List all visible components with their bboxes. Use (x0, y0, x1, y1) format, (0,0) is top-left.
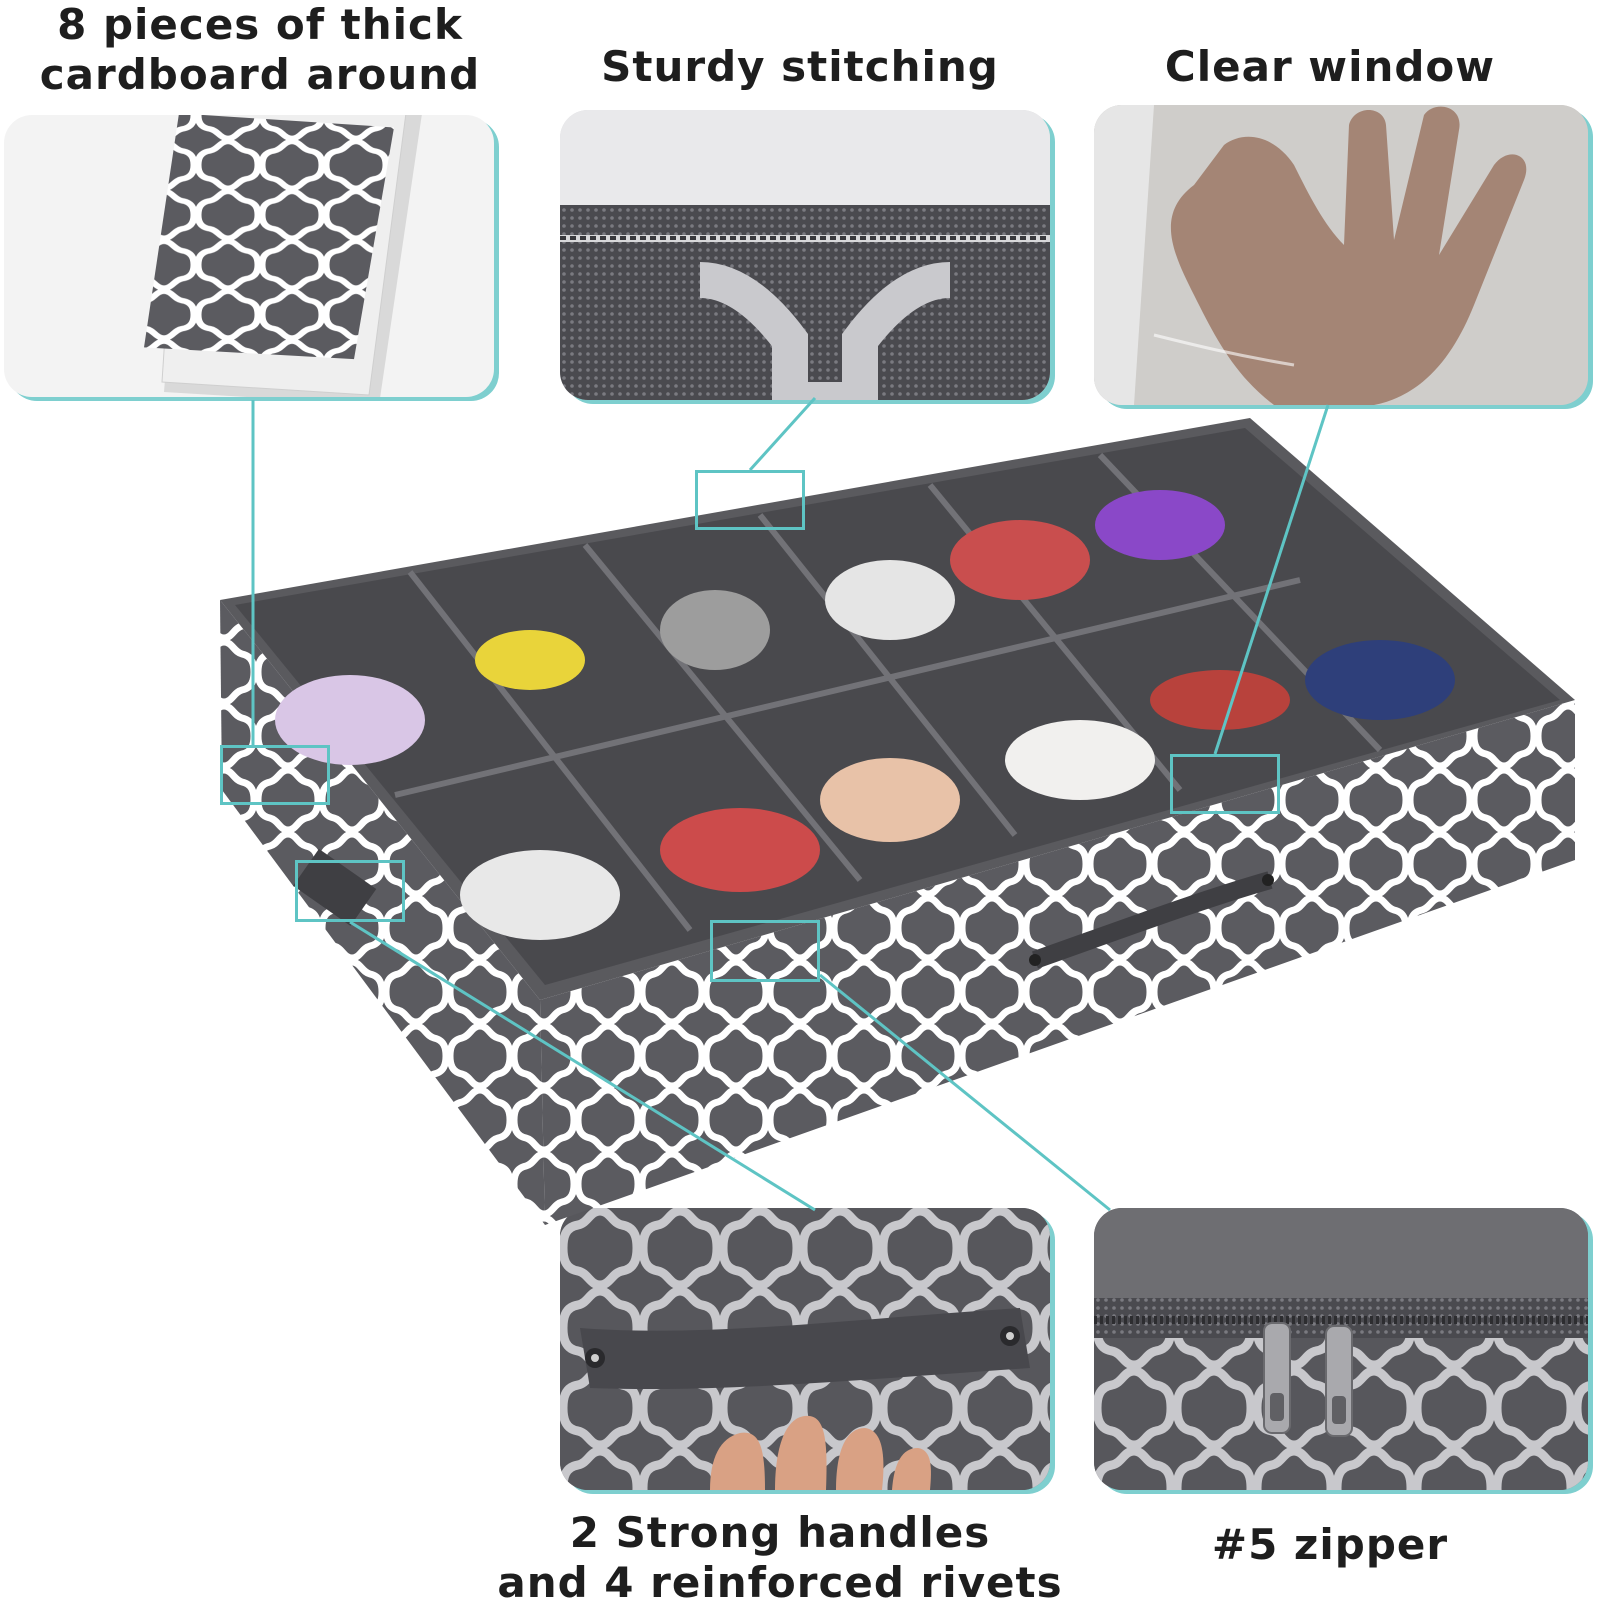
stitching-panel (560, 110, 1050, 400)
cardboard-caption-line2: cardboard around (39, 50, 481, 99)
cardboard-caption: 8 pieces of thick cardboard around (20, 0, 500, 100)
zipper-panel (1094, 1208, 1588, 1490)
clear-window-hand-icon (1094, 105, 1588, 405)
stitching-caption: Sturdy stitching (601, 42, 999, 91)
zipper-caption: #5 zipper (1211, 1520, 1449, 1569)
handles-panel (560, 1208, 1050, 1490)
stitching-callout (695, 470, 805, 530)
cardboard-caption-line1: 8 pieces of thick (57, 0, 463, 49)
handles-caption-line2: and 4 reinforced rivets (497, 1558, 1063, 1607)
window-callout (1170, 754, 1280, 814)
handle-callout (295, 860, 405, 922)
cardboard-stack-icon (144, 115, 422, 397)
handle-rivets-icon (560, 1208, 1050, 1490)
window-panel (1094, 105, 1588, 405)
handles-caption: 2 Strong handles and 4 reinforced rivets (470, 1508, 1090, 1608)
cardboard-callout (220, 745, 330, 805)
zipper-pulls-icon (1094, 1208, 1588, 1490)
mesh-stitching-icon (560, 110, 1050, 400)
handles-caption-line1: 2 Strong handles (569, 1508, 991, 1557)
zipper-callout (710, 920, 820, 982)
window-caption: Clear window (1164, 42, 1496, 91)
cardboard-panel (4, 115, 494, 397)
